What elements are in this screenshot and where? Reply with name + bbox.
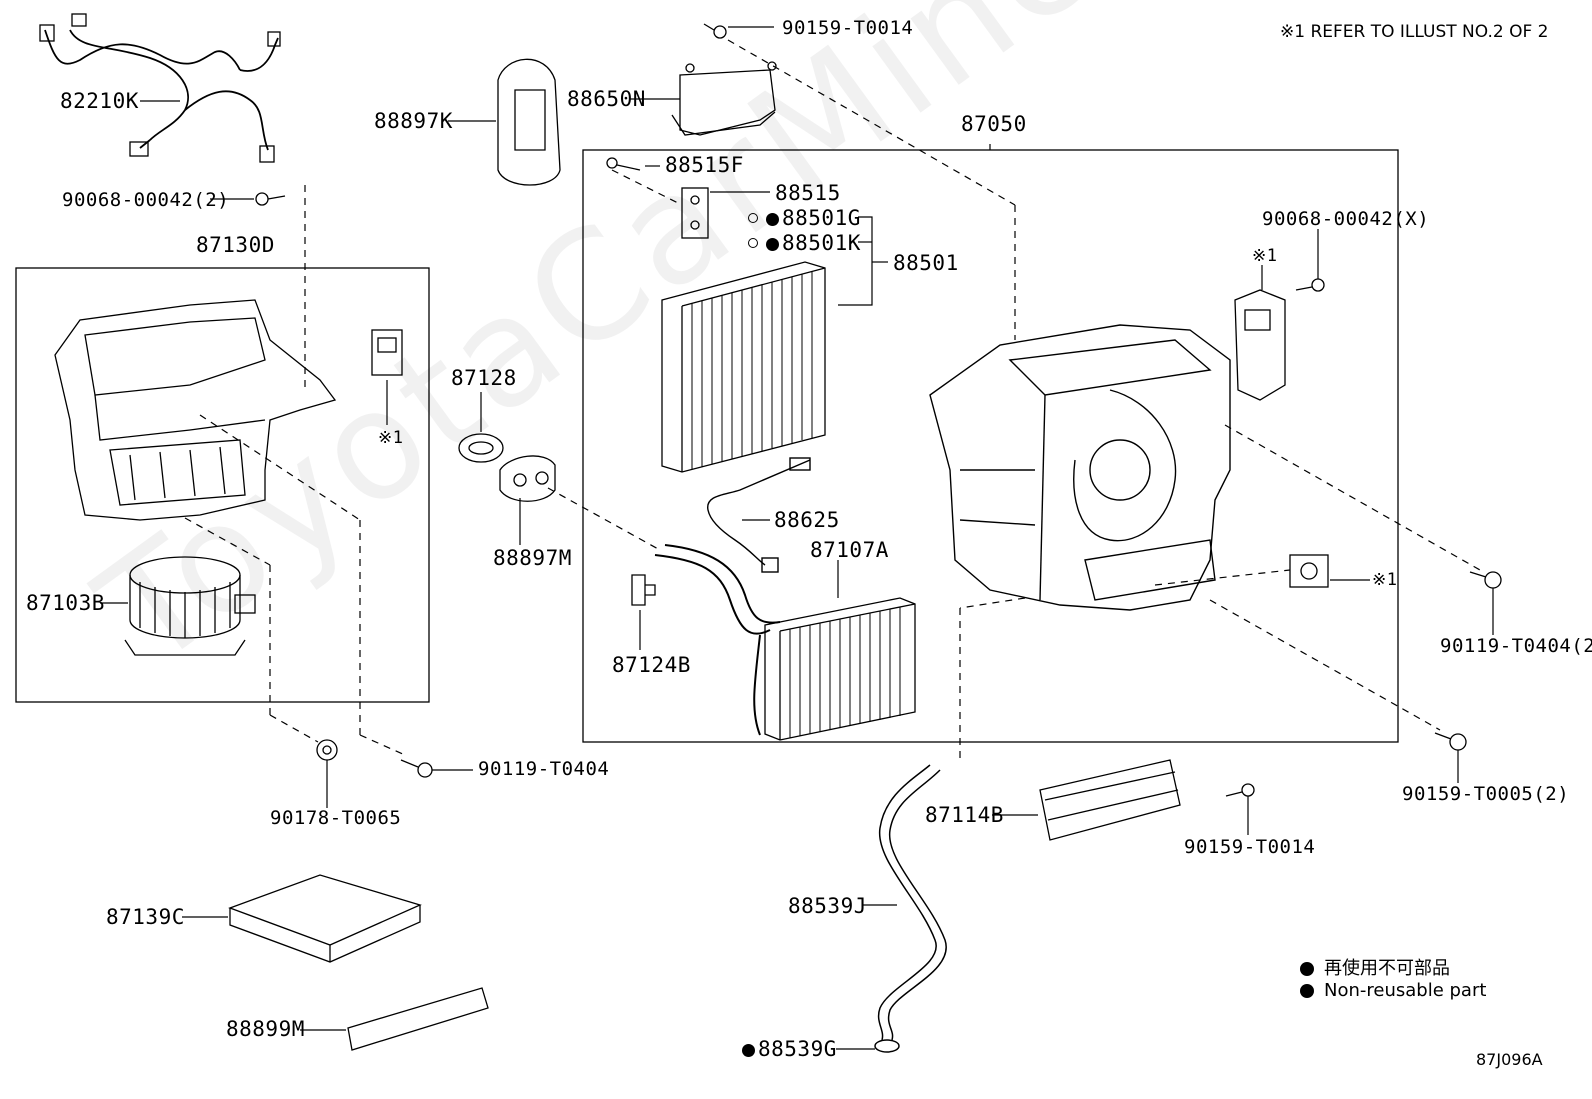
label-90178-T0065: 90178-T0065 xyxy=(270,807,402,829)
illust-code: 87J096A xyxy=(1476,1050,1543,1069)
label-88539G-text: 88539G xyxy=(758,1037,837,1061)
duct-panel-icon xyxy=(1039,759,1181,841)
screw-icon xyxy=(1225,783,1255,797)
label-87103B: 87103B xyxy=(26,591,105,615)
label-87114B: 87114B xyxy=(925,803,1004,827)
label-88897K: 88897K xyxy=(374,109,453,133)
legend-row-en: Non-reusable part xyxy=(1300,980,1486,1001)
label-90119-T0404-2: 90119-T0404(2) xyxy=(1440,635,1592,657)
label-87107A: 87107A xyxy=(810,538,889,562)
blower-motor-icon xyxy=(124,556,256,656)
non-reusable-dot-icon xyxy=(766,238,779,251)
evaporator-fins xyxy=(691,271,813,469)
duct-cover-icon xyxy=(497,58,561,186)
label-90068-00042-2: 90068-00042(2) xyxy=(62,189,230,211)
label-88899M: 88899M xyxy=(226,1017,305,1041)
label-ref1-servo-top: ※1 xyxy=(1252,246,1278,266)
bolt-icon xyxy=(1434,732,1467,751)
amplifier-bracket-icon xyxy=(671,61,777,136)
label-87128: 87128 xyxy=(451,366,517,390)
label-88515: 88515 xyxy=(775,181,841,205)
cabin-filter-icon xyxy=(228,874,422,963)
legend-text-jp: 再使用不可部品 xyxy=(1324,958,1450,979)
non-reusable-dot-icon xyxy=(742,1044,755,1057)
heater-unit-icon xyxy=(929,324,1231,611)
heater-core-fins xyxy=(789,607,901,738)
legend-dot-icon xyxy=(1300,984,1314,998)
label-88515F: 88515F xyxy=(665,153,744,177)
label-88650N: 88650N xyxy=(567,87,646,111)
label-88501G: 88501G xyxy=(748,208,861,229)
label-90119-T0404: 90119-T0404 xyxy=(478,758,610,780)
blower-housing-icon xyxy=(54,299,337,521)
bolt-icon xyxy=(1469,571,1502,589)
frame-87050 xyxy=(582,149,1399,743)
legend-text-en: Non-reusable part xyxy=(1324,980,1487,1001)
label-88625: 88625 xyxy=(774,508,840,532)
screw-icon xyxy=(255,192,286,206)
screw-icon xyxy=(703,23,727,39)
evaporator-icon xyxy=(661,261,826,473)
o-ring-icon xyxy=(748,238,758,248)
heater-core-icon xyxy=(654,544,916,741)
servo-motor-icon xyxy=(371,329,403,376)
legend-dot-icon xyxy=(1300,962,1314,976)
label-88501G-text: 88501G xyxy=(782,206,861,230)
label-90159-T0014-bottom: 90159-T0014 xyxy=(1184,836,1316,858)
insulator-icon xyxy=(347,987,489,1051)
label-88501K: 88501K xyxy=(748,233,861,254)
wire-harness-icon xyxy=(39,13,281,163)
label-88501K-text: 88501K xyxy=(782,231,861,255)
legend-row-jp: 再使用不可部品 xyxy=(1300,954,1450,980)
servo-motor-icon xyxy=(1289,554,1329,588)
bolt-icon xyxy=(606,157,641,171)
label-90068-00042-X: 90068-00042(X) xyxy=(1262,208,1430,230)
non-reusable-dot-icon xyxy=(766,213,779,226)
o-ring-icon xyxy=(748,213,758,223)
screw-icon xyxy=(1295,278,1325,292)
frame-87130D xyxy=(15,267,430,703)
label-82210K: 82210K xyxy=(60,89,139,113)
label-87050: 87050 xyxy=(961,112,1027,136)
temperature-sensor-icon xyxy=(707,457,811,573)
label-88501: 88501 xyxy=(893,251,959,275)
label-88539G: 88539G xyxy=(742,1039,837,1060)
label-ref1-servo-right: ※1 xyxy=(1372,570,1398,590)
label-ref1-blower: ※1 xyxy=(378,428,404,448)
label-87139C: 87139C xyxy=(106,905,185,929)
label-90159-T0014-top: 90159-T0014 xyxy=(782,17,914,39)
label-88539J: 88539J xyxy=(788,894,867,918)
label-87130D: 87130D xyxy=(196,233,275,257)
label-90159-T0005-2: 90159-T0005(2) xyxy=(1402,783,1570,805)
clip-icon xyxy=(631,574,656,606)
label-87124B: 87124B xyxy=(612,653,691,677)
refer-note: ※1 REFER TO ILLUST NO.2 OF 2 xyxy=(1280,22,1549,42)
nut-icon xyxy=(316,739,338,761)
grommet-icon xyxy=(458,433,504,463)
bolt-icon xyxy=(400,759,433,778)
seal-plate-icon xyxy=(499,455,556,502)
drain-hose-icon xyxy=(874,764,947,1053)
servo-motor-icon xyxy=(1234,289,1286,401)
expansion-valve-icon xyxy=(681,187,709,239)
label-88897M: 88897M xyxy=(493,546,572,570)
